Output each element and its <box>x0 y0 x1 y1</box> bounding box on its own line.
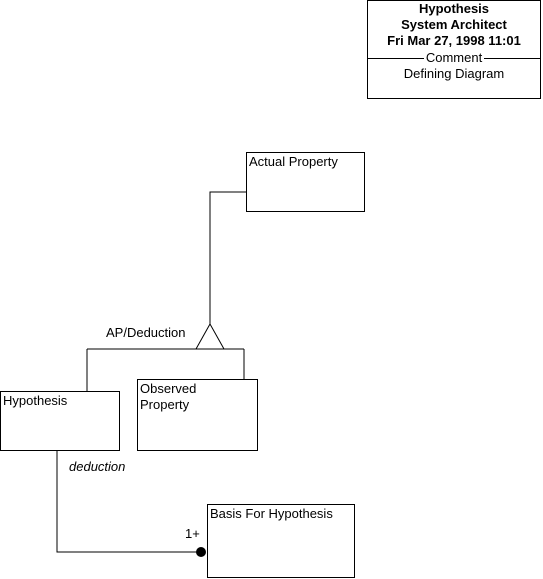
multiplicity-dot <box>196 547 206 557</box>
class-observed-property-label: Observed Property <box>140 381 197 412</box>
class-hypothesis-label: Hypothesis <box>3 393 68 408</box>
diagram-description: Defining Diagram <box>403 66 505 81</box>
comment-label: Comment <box>425 50 483 65</box>
association-label: deduction <box>69 459 126 474</box>
association-line-deduction <box>56 450 201 553</box>
generalization-triangle <box>195 322 225 350</box>
class-actual-property-label: Actual Property <box>249 154 338 169</box>
comment-rule-left <box>368 57 424 59</box>
diagram-title: Hypothesis <box>418 1 490 16</box>
multiplicity-label: 1+ <box>185 526 200 541</box>
class-basis-for-hypothesis[interactable]: Basis For Hypothesis <box>207 504 355 578</box>
diagram-date: Fri Mar 27, 1998 11:01 <box>387 33 521 48</box>
title-block: Hypothesis System Architect Fri Mar 27, … <box>367 0 541 99</box>
class-basis-for-hypothesis-label: Basis For Hypothesis <box>210 506 333 521</box>
class-observed-property[interactable]: Observed Property <box>137 379 258 451</box>
diagram-subtitle: System Architect <box>401 17 507 32</box>
class-hypothesis[interactable]: Hypothesis <box>0 391 120 451</box>
class-actual-property[interactable]: Actual Property <box>246 152 365 212</box>
generalization-label: AP/Deduction <box>106 325 186 340</box>
generalization-line-actual-property <box>209 191 246 324</box>
comment-rule-right <box>484 57 541 59</box>
comment-divider: Comment <box>368 50 541 66</box>
